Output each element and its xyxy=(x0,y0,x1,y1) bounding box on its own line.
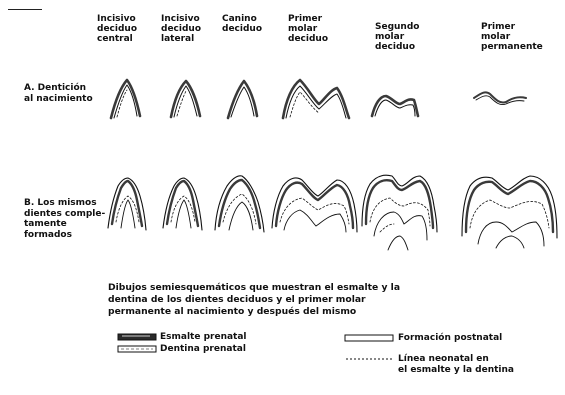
tooth-b-incisivo-central xyxy=(108,178,146,230)
legend-label-dentin: Dentina prenatal xyxy=(160,344,246,355)
legend-label-enamel: Esmalte prenatal xyxy=(160,332,247,343)
tooth-a-incisivo-central xyxy=(111,80,140,118)
tooth-b-incisivo-lateral xyxy=(163,178,202,230)
tooth-a-primer-molar-deciduo xyxy=(283,80,349,118)
tooth-a-segundo-molar-deciduo xyxy=(372,96,418,116)
tooth-b-segundo-molar-deciduo xyxy=(362,175,437,250)
tooth-b-primer-molar-deciduo xyxy=(272,178,357,232)
legend-swatch-enamel xyxy=(118,334,156,340)
tooth-b-primer-molar-permanente xyxy=(462,176,557,248)
figure-caption: Dibujos semiesquemáticos que muestran el… xyxy=(108,282,400,318)
legend-label-postnatal: Formación postnatal xyxy=(398,333,502,344)
tooth-b-canino xyxy=(215,176,264,232)
legend-swatch-postnatal xyxy=(345,335,393,341)
tooth-a-primer-molar-permanente xyxy=(474,92,526,104)
caption-line-2: dentina de los dientes deciduos y el pri… xyxy=(108,294,400,306)
caption-line-3: permanente al nacimiento y después del m… xyxy=(108,306,400,318)
caption-line-1: Dibujos semiesquemáticos que muestran el… xyxy=(108,282,400,294)
tooth-a-incisivo-lateral xyxy=(171,81,200,117)
legend-label-neonatal: Línea neonatal en el esmalte y la dentin… xyxy=(398,354,514,376)
tooth-a-canino xyxy=(228,81,257,118)
